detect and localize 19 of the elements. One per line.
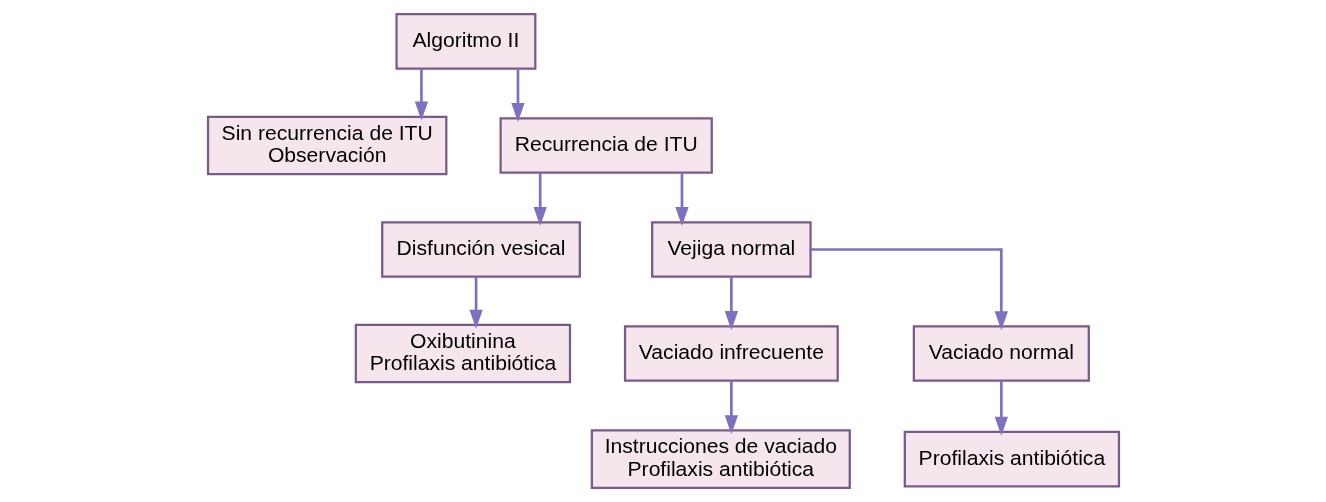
- node-box: Disfunción vesical: [380, 221, 581, 278]
- arrow: [533, 172, 547, 227]
- arrow: [414, 68, 428, 121]
- node-box: Profilaxis antibiótica: [903, 430, 1120, 488]
- arrow: [510, 68, 525, 122]
- node-box: Instrucciones de vaciado Profilaxis antibiótica: [590, 429, 851, 489]
- node-box: Recurrencia de ITU: [499, 117, 713, 174]
- arrow: [810, 248, 1008, 331]
- node-box: Vejiga normal: [650, 221, 812, 278]
- node-box: Vaciado normal: [912, 325, 1090, 382]
- node-box: Sin recurrencia de ITU Observación: [206, 115, 447, 176]
- node-box: Oxibutinina Profilaxis antibiótica: [354, 323, 571, 384]
- arrow: [724, 276, 738, 331]
- arrow: [468, 276, 483, 329]
- arrow: [674, 172, 689, 227]
- node-box: Vaciado infrecuente: [623, 325, 839, 382]
- node-box: Algoritmo II: [394, 13, 536, 70]
- arrow: [724, 380, 738, 435]
- arrow: [994, 380, 1008, 436]
